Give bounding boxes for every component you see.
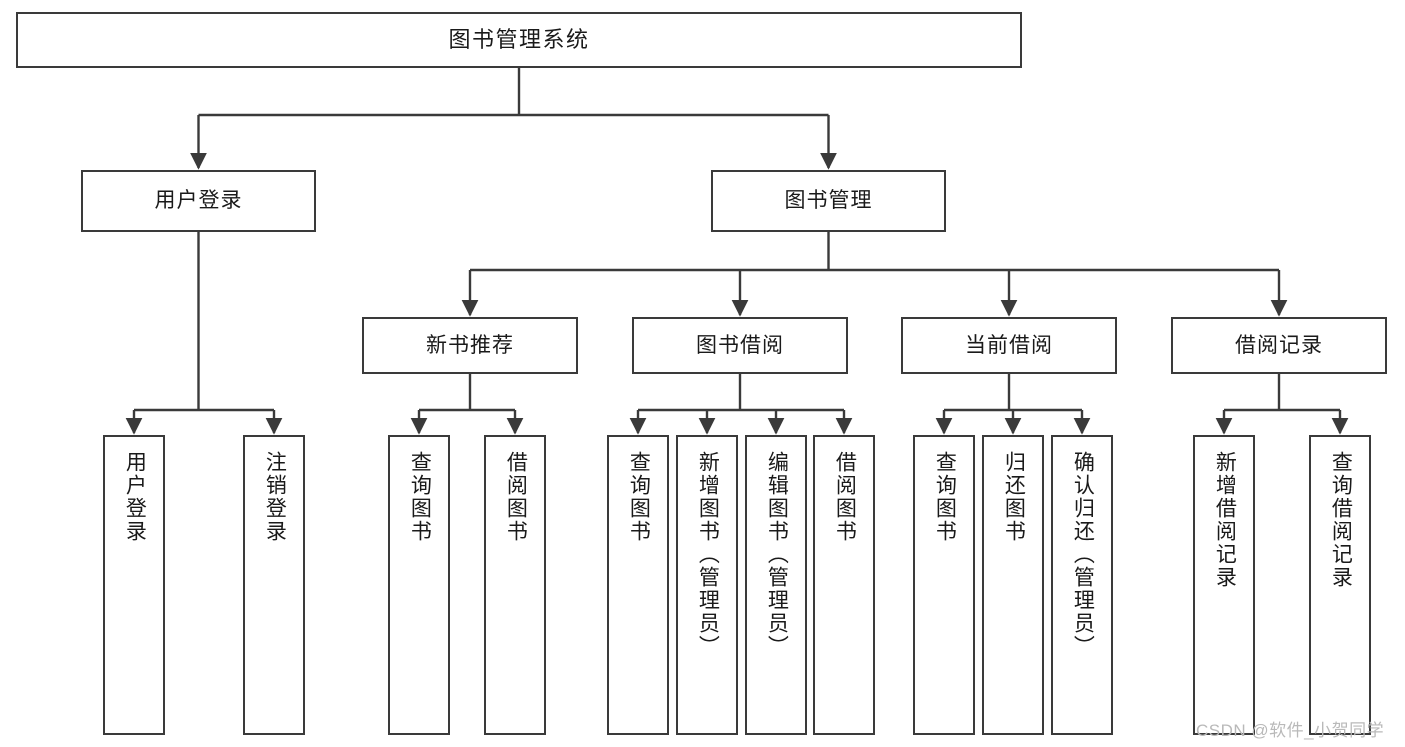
node-leaf-label: 查询图书 <box>627 451 651 543</box>
node-level3-当前借阅[interactable]: 当前借阅 <box>901 317 1117 374</box>
node-leaf-编辑图书管理员[interactable]: 编辑图书（管理员） <box>745 435 807 735</box>
node-leaf-label: 编辑图书（管理员） <box>765 451 789 658</box>
node-leaf-归还图书[interactable]: 归还图书 <box>982 435 1044 735</box>
node-leaf-注销登录[interactable]: 注销登录 <box>243 435 305 735</box>
node-leaf-确认归还管理员[interactable]: 确认归还（管理员） <box>1051 435 1113 735</box>
node-leaf-查询图书[interactable]: 查询图书 <box>607 435 669 735</box>
node-leaf-label: 查询图书 <box>933 451 957 543</box>
node-leaf-用户登录[interactable]: 用户登录 <box>103 435 165 735</box>
node-leaf-查询图书[interactable]: 查询图书 <box>388 435 450 735</box>
node-leaf-label: 注销登录 <box>263 451 287 543</box>
node-level3-借阅记录[interactable]: 借阅记录 <box>1171 317 1387 374</box>
node-leaf-label: 查询借阅记录 <box>1329 451 1353 589</box>
node-level2-label: 用户登录 <box>154 189 243 213</box>
node-level2-label: 图书管理 <box>784 189 873 213</box>
node-leaf-label: 归还图书 <box>1002 451 1026 543</box>
node-leaf-label: 新增图书（管理员） <box>696 451 720 658</box>
node-root[interactable]: 图书管理系统 <box>16 12 1022 68</box>
node-leaf-借阅图书[interactable]: 借阅图书 <box>813 435 875 735</box>
node-leaf-label: 查询图书 <box>408 451 432 543</box>
node-leaf-label: 借阅图书 <box>504 451 528 543</box>
node-level3-图书借阅[interactable]: 图书借阅 <box>632 317 848 374</box>
node-leaf-label: 新增借阅记录 <box>1213 451 1237 589</box>
node-level3-label: 借阅记录 <box>1235 333 1323 357</box>
node-level3-label: 新书推荐 <box>426 333 514 357</box>
node-root-label: 图书管理系统 <box>448 26 590 52</box>
node-level3-label: 当前借阅 <box>965 333 1053 357</box>
node-level3-label: 图书借阅 <box>696 333 784 357</box>
node-leaf-借阅图书[interactable]: 借阅图书 <box>484 435 546 735</box>
node-leaf-新增图书管理员[interactable]: 新增图书（管理员） <box>676 435 738 735</box>
node-level2-图书管理[interactable]: 图书管理 <box>711 170 946 232</box>
csdn-watermark: CSDN @软件_小贺同学 <box>1196 721 1385 740</box>
node-leaf-label: 用户登录 <box>123 451 147 543</box>
node-level2-用户登录[interactable]: 用户登录 <box>81 170 316 232</box>
node-leaf-查询图书[interactable]: 查询图书 <box>913 435 975 735</box>
node-level3-新书推荐[interactable]: 新书推荐 <box>362 317 578 374</box>
node-leaf-新增借阅记录[interactable]: 新增借阅记录 <box>1193 435 1255 735</box>
node-leaf-label: 确认归还（管理员） <box>1071 451 1095 658</box>
node-leaf-查询借阅记录[interactable]: 查询借阅记录 <box>1309 435 1371 735</box>
node-leaf-label: 借阅图书 <box>833 451 857 543</box>
